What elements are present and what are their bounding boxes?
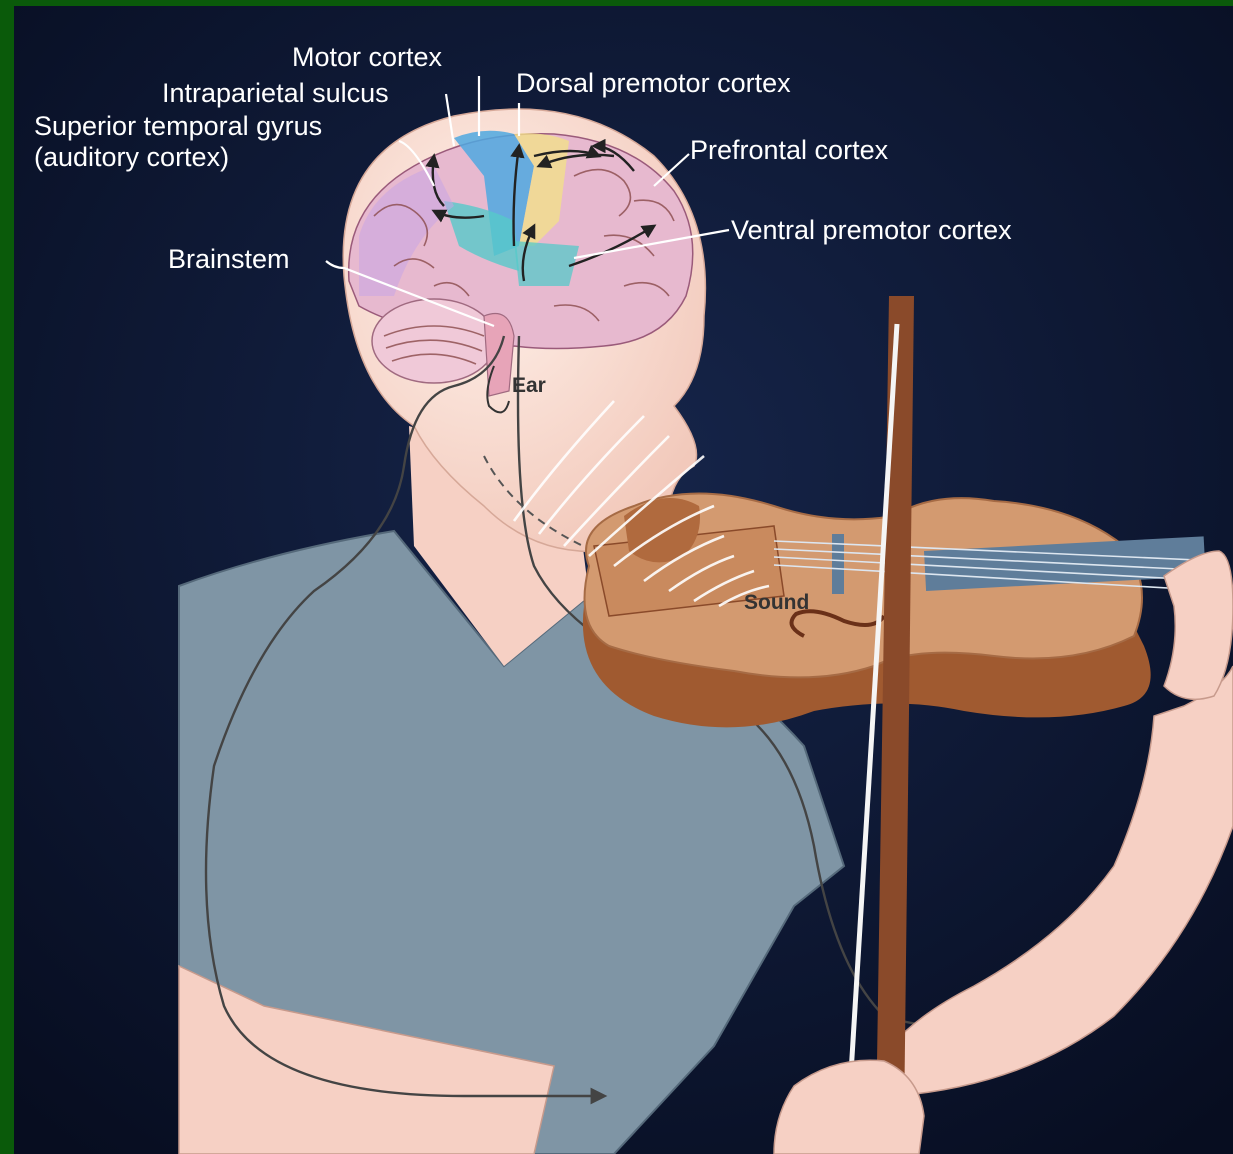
label-ventral-premotor-cortex: Ventral premotor cortex [731,215,1012,245]
label-motor-cortex: Motor cortex [292,42,443,72]
label-dorsal-premotor-cortex: Dorsal premotor cortex [516,68,791,98]
label-prefrontal-cortex: Prefrontal cortex [690,135,889,165]
label-sound: Sound [744,591,809,614]
label-auditory-cortex: (auditory cortex) [34,142,229,172]
frame-left-border [0,0,14,1154]
label-intraparietal-sulcus: Intraparietal sulcus [162,78,389,108]
label-ear: Ear [512,374,546,397]
label-superior-temporal-gyrus: Superior temporal gyrus [34,111,322,141]
label-brainstem: Brainstem [168,244,290,274]
illustration: Motor cortex Intraparietal sulcus Superi… [14,6,1233,1154]
